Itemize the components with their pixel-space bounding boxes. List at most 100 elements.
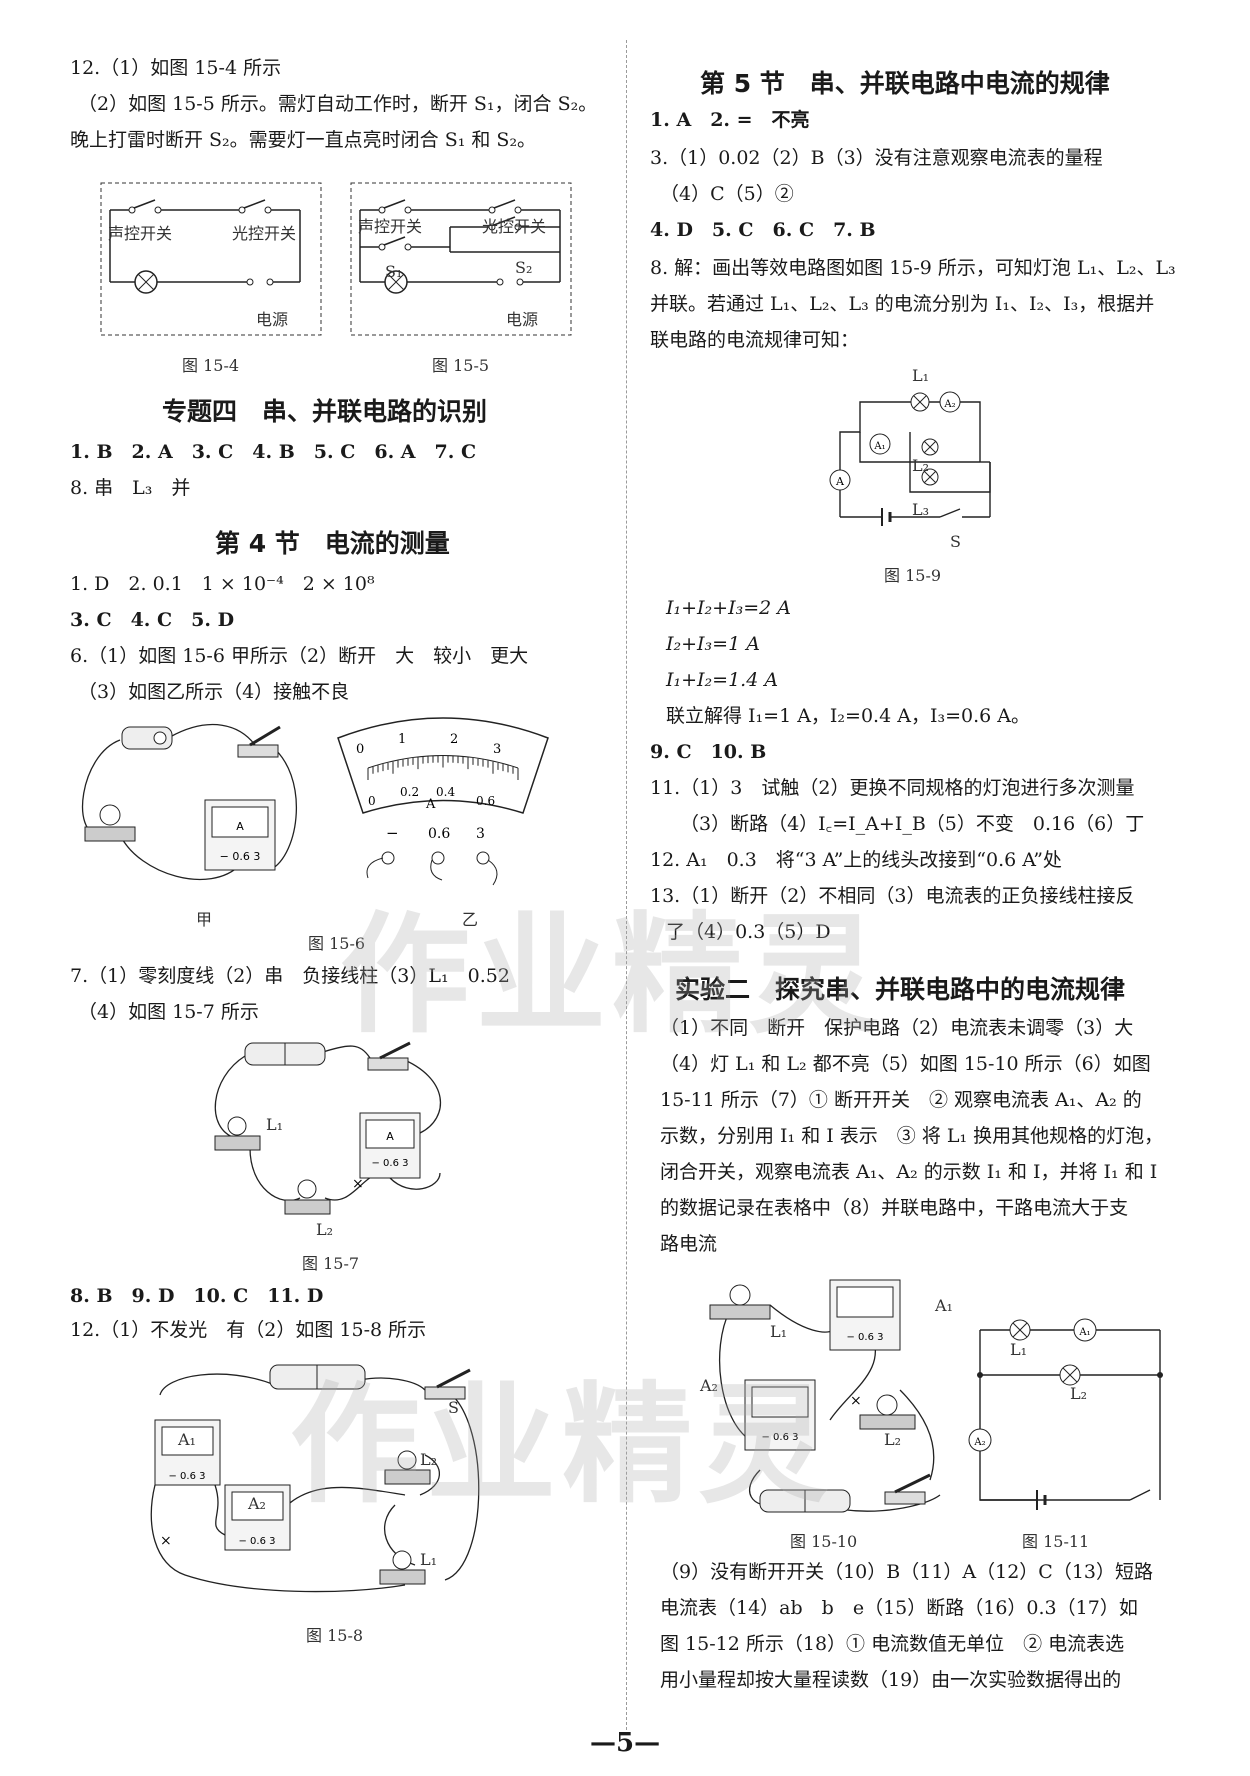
fig1510-a2: A₂ <box>700 1376 718 1395</box>
sec4-q7-line1: 7.（1）零刻度线（2）串 负接线柱（3）L₁ 0.52 <box>70 965 510 987</box>
column-divider <box>626 40 627 1730</box>
figure-15-6-yi: 0 1 2 3 0 0.2 0.4 0.6 A − 0.6 3 <box>337 717 549 886</box>
sec5-q8-line2: 并联。若通过 L₁、L₂、L₃ 的电流分别为 I₁、I₂、I₃，根据并 <box>650 293 1155 315</box>
fig157-meter-terms: − 0.6 3 <box>371 1158 408 1169</box>
fig154-caption: 图 15-4 <box>182 356 240 375</box>
figure-15-6-jia: A − 0.6 3 <box>81 723 298 881</box>
fig159-s: S <box>950 532 961 551</box>
fig1510-a1: A₁ <box>935 1296 953 1315</box>
sec5-answers-1: 1. A 2. = 不亮 <box>650 109 810 131</box>
figure-15-8: − 0.6 3 − 0.6 3 × <box>150 1364 480 1593</box>
exp2-title: 实验二 探究串、并联电路中的电流规律 <box>675 975 1126 1004</box>
sec4-q6-line2: （3）如图乙所示（4）接触不良 <box>78 681 350 703</box>
eq-1: I₁+I₂+I₃=2 A <box>666 597 791 619</box>
fig159-l2: L₂ <box>912 456 930 475</box>
fig157-caption: 图 15-7 <box>302 1254 360 1273</box>
fig156-term-3: 3 <box>476 826 485 842</box>
fig1511-a1: A₁ <box>1078 1327 1090 1338</box>
fig154-sw2: 光控开关 <box>232 224 297 243</box>
fig156-label-jia: 甲 <box>196 910 213 929</box>
svg-text:×: × <box>160 1533 172 1549</box>
eq-2: I₂+I₃=1 A <box>666 633 760 655</box>
fig156-unit: A <box>425 797 436 812</box>
fig155-caption: 图 15-5 <box>432 356 490 375</box>
sec5-q13-line1: 13.（1）断开（2）不相同（3）电流表的正负接线柱接反 <box>650 885 1135 907</box>
q12-part1: 12.（1）如图 15-4 所示 <box>70 57 282 79</box>
fig157-l2: L₂ <box>316 1220 334 1239</box>
page-number: —5— <box>590 1728 661 1758</box>
fig156-term-neg: − <box>386 824 399 842</box>
figure-15-7: A − 0.6 3 × <box>214 1041 442 1215</box>
fig158-a1: A₁ <box>178 1430 196 1449</box>
fig156-meter-terms: − 0.6 3 <box>220 850 261 863</box>
exp2-line10: 图 15-12 所示（18）① 电流数值无单位 ② 电流表选 <box>660 1633 1125 1655</box>
fig156-scale-bottom-2: 0.4 <box>436 785 455 799</box>
sec5-q13-line2: 了（4）0.3（5）D <box>666 921 831 943</box>
sec5-q3-line2: （4）C（5）② <box>660 183 794 205</box>
sec5-answers-2: 4. D 5. C 6. C 7. B <box>650 219 876 241</box>
sec5-q11-line1: 11.（1）3 试触（2）更换不同规格的灯泡进行多次测量 <box>650 777 1135 799</box>
eq-solution: 联立解得 I₁=1 A，I₂=0.4 A，I₃=0.6 A。 <box>666 705 1030 727</box>
figure-15-11: A₁ A₂ <box>968 1318 1163 1510</box>
fig156-scale-top-3: 3 <box>493 742 501 757</box>
fig155-sw2: 光控开关 <box>482 217 547 236</box>
exp2-line7: 路电流 <box>660 1233 718 1255</box>
fig159-l3: L₃ <box>912 500 930 519</box>
sec4-q7-line2: （4）如图 15-7 所示 <box>78 1001 259 1023</box>
fig158-s: S <box>448 1398 459 1417</box>
sec5-q8-line3: 联电路的电流规律可知： <box>650 329 860 351</box>
sec4-title: 第 4 节 电流的测量 <box>215 529 450 558</box>
fig156-meter-face: A <box>236 820 244 833</box>
fig156-scale-bottom-3: 0.6 <box>476 794 495 808</box>
exp2-line4: 示数，分别用 I₁ 和 I 表示 ③ 将 L₁ 换用其他规格的灯泡， <box>660 1125 1164 1147</box>
fig159-a2: A₂ <box>943 399 955 410</box>
exp2-line1: （1）不同 断开 保护电路（2）电流表未调零（3）大 <box>660 1017 1134 1039</box>
fig154-power: 电源 <box>256 310 289 329</box>
svg-text:×: × <box>850 1393 862 1409</box>
topic4-answers: 1. B 2. A 3. C 4. B 5. C 6. A 7. C <box>70 441 477 463</box>
exp2-line3: 15-11 所示（7）① 断开开关 ② 观察电流表 A₁、A₂ 的 <box>660 1089 1142 1111</box>
fig155-s1: S₁ <box>385 262 403 281</box>
fig156-scale-top-0: 0 <box>356 742 364 757</box>
fig158-a2: A₂ <box>248 1494 266 1513</box>
sec5-q8-line1: 8. 解：画出等效电路图如图 15-9 所示，可知灯泡 L₁、L₂、L₃ <box>650 257 1176 279</box>
fig1510-a1-terms: − 0.6 3 <box>846 1332 883 1343</box>
fig1511-l2: L₂ <box>1070 1384 1088 1403</box>
q12-part3: 晚上打雷时断开 S₂。需要灯一直点亮时闭合 S₁ 和 S₂。 <box>70 129 537 151</box>
figure-15-5 <box>350 182 572 336</box>
exp2-line2: （4）灯 L₁ 和 L₂ 都不亮（5）如图 15-10 所示（6）如图 <box>660 1053 1151 1075</box>
fig158-l1: L₁ <box>420 1550 438 1569</box>
topic4-q8: 8. 串 L₃ 并 <box>70 477 191 499</box>
exp2-line5: 闭合开关，观察电流表 A₁、A₂ 的示数 I₁ 和 I，并将 I₁ 和 I <box>660 1161 1158 1183</box>
q12-part2: （2）如图 15-5 所示。需灯自动工作时，断开 S₁，闭合 S₂。 <box>78 93 598 115</box>
fig154-sw1: 声控开关 <box>108 224 173 243</box>
exp2-line9: 电流表（14）ab b e（15）断路（16）0.3（17）如 <box>660 1597 1138 1619</box>
fig157-l1: L₁ <box>266 1115 284 1134</box>
watermark-bottom: 作业精灵 <box>290 1369 835 1521</box>
fig159-l1: L₁ <box>912 366 930 385</box>
fig156-caption: 图 15-6 <box>308 934 366 953</box>
sec4-answers-2: 3. C 4. C 5. D <box>70 609 235 631</box>
sec5-title: 第 5 节 串、并联电路中电流的规律 <box>700 69 1110 98</box>
fig1511-caption: 图 15-11 <box>1022 1532 1090 1551</box>
fig157-meter-face: A <box>386 1130 394 1143</box>
fig155-sw1: 声控开关 <box>358 217 423 236</box>
figure-15-10: − 0.6 3 − 0.6 3 × <box>709 1279 941 1513</box>
fig158-l2: L₂ <box>420 1450 438 1469</box>
fig159-a: A <box>835 475 845 488</box>
figure-15-4 <box>100 182 322 336</box>
sec4-q6-line1: 6.（1）如图 15-6 甲所示（2）断开 大 较小 更大 <box>70 645 529 667</box>
sec4-answers-1: 1. D 2. 0.1 1 × 10⁻⁴ 2 × 10⁸ <box>70 573 375 595</box>
sec5-q12: 12. A₁ 0.3 将“3 A”上的线头改接到“0.6 A”处 <box>650 849 1062 871</box>
topic4-title: 专题四 串、并联电路的识别 <box>162 397 488 426</box>
svg-text:×: × <box>352 1176 364 1192</box>
fig156-scale-bottom-0: 0 <box>368 794 376 808</box>
fig156-scale-top-2: 2 <box>450 732 458 747</box>
fig155-power: 电源 <box>506 310 539 329</box>
sec5-answers-3: 9. C 10. B <box>650 741 767 763</box>
fig158-a1-terms: − 0.6 3 <box>168 1471 205 1482</box>
fig159-a1: A₁ <box>873 441 885 452</box>
fig156-scale-bottom-1: 0.2 <box>400 785 419 799</box>
fig1511-a2: A₂ <box>973 1437 985 1448</box>
sec5-q11-line2: （3）断路（4）I꜀=I_A+I_B（5）不变 0.16（6）丁 <box>680 813 1145 835</box>
